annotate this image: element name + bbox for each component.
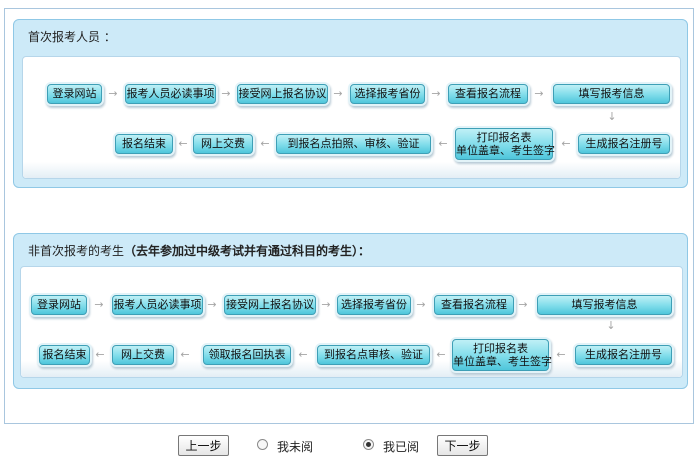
arrow-left-icon: ← xyxy=(556,348,566,361)
arrow-right-icon: → xyxy=(207,298,217,311)
step-review-verify: 到报名点审核、验证 xyxy=(317,345,430,365)
step-finish: 报名结束 xyxy=(39,345,90,365)
arrow-left-icon: ← xyxy=(180,348,190,361)
step-online-payment: 网上交费 xyxy=(112,345,174,365)
footer-controls: 上一步 我未阅 我已阅 下一步 xyxy=(0,435,700,459)
first-time-flow: 登录网站 → 报考人员必读事项 → 接受网上报名协议 → 选择报考省份 → 查看… xyxy=(22,56,681,179)
section2-title: 非首次报考的考生（去年参加过中级考试并有通过科目的考生）： xyxy=(28,244,371,258)
prev-step-button[interactable]: 上一步 xyxy=(178,435,229,456)
step-view-process: 查看报名流程 xyxy=(434,295,514,315)
step-accept-agreement: 接受网上报名协议 xyxy=(237,84,328,104)
arrow-right-icon: → xyxy=(221,87,231,100)
step-login-site: 登录网站 xyxy=(47,84,102,104)
radio-unread[interactable] xyxy=(257,439,268,450)
arrow-left-icon: ← xyxy=(260,137,270,150)
step-generate-reg-no: 生成报名注册号 xyxy=(575,345,672,365)
arrow-down-icon: ↓ xyxy=(606,319,616,332)
arrow-left-icon: ← xyxy=(438,137,448,150)
radio-read-label[interactable]: 我已阅 xyxy=(383,440,420,454)
arrow-right-icon: → xyxy=(94,298,104,311)
step-photo-review-verify: 到报名点拍照、审核、验证 xyxy=(276,134,431,154)
step-read-notice: 报考人员必读事项 xyxy=(112,295,203,315)
arrow-right-icon: → xyxy=(534,87,544,100)
radio-unread-label[interactable]: 我未阅 xyxy=(277,440,314,454)
arrow-right-icon: → xyxy=(431,87,441,100)
step-online-payment: 网上交费 xyxy=(193,134,253,154)
arrow-right-icon: → xyxy=(416,298,426,311)
step-accept-agreement: 接受网上报名协议 xyxy=(224,295,316,315)
step-select-province: 选择报考省份 xyxy=(350,84,425,104)
step-fill-info: 填写报考信息 xyxy=(553,84,670,104)
step-read-notice: 报考人员必读事项 xyxy=(125,84,216,104)
step-fill-info: 填写报考信息 xyxy=(537,295,672,315)
step-receive-receipt: 领取报名回执表 xyxy=(203,345,291,365)
step-view-process: 查看报名流程 xyxy=(448,84,528,104)
arrow-left-icon: ← xyxy=(298,348,308,361)
arrow-left-icon: ← xyxy=(561,137,571,150)
arrow-right-icon: → xyxy=(108,87,118,100)
step-login-site: 登录网站 xyxy=(31,295,87,315)
returning-panel: 非首次报考的考生（去年参加过中级考试并有通过科目的考生）： 登录网站 → 报考人… xyxy=(13,233,688,389)
next-step-button[interactable]: 下一步 xyxy=(437,435,488,456)
arrow-right-icon: → xyxy=(321,298,331,311)
step-select-province: 选择报考省份 xyxy=(337,295,411,315)
step-print-form: 打印报名表 单位盖章、考生签字 xyxy=(452,339,552,371)
arrow-down-icon: ↓ xyxy=(607,110,617,123)
first-time-panel: 首次报考人员 ： 登录网站 → 报考人员必读事项 → 接受网上报名协议 → 选择… xyxy=(13,19,688,188)
arrow-left-icon: ← xyxy=(95,348,105,361)
section1-title: 首次报考人员 ： xyxy=(28,30,116,44)
returning-flow: 登录网站 → 报考人员必读事项 → 接受网上报名协议 → 选择报考省份 → 查看… xyxy=(20,266,683,378)
step-generate-reg-no: 生成报名注册号 xyxy=(578,134,670,154)
arrow-left-icon: ← xyxy=(436,348,446,361)
step-finish: 报名结束 xyxy=(115,134,173,154)
radio-read[interactable] xyxy=(363,439,374,450)
arrow-right-icon: → xyxy=(518,298,528,311)
arrow-left-icon: ← xyxy=(178,137,188,150)
step-print-form: 打印报名表 单位盖章、考生签字 xyxy=(455,128,555,160)
arrow-right-icon: → xyxy=(333,87,343,100)
